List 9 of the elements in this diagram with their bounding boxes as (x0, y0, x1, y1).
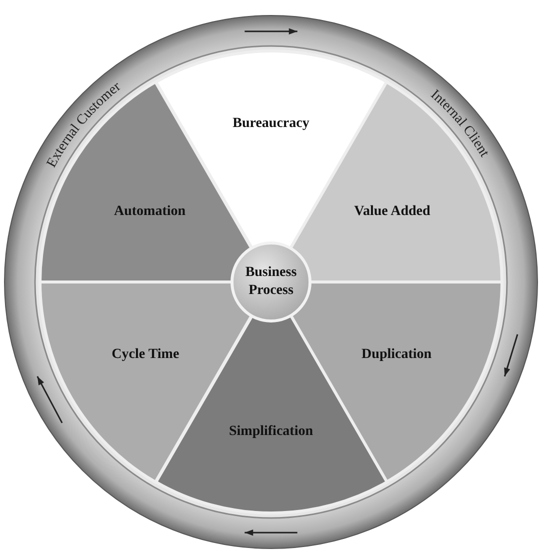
sector-label: Cycle Time (112, 346, 180, 362)
sector-label: Automation (114, 204, 186, 220)
sector-label: Value Added (354, 204, 430, 220)
outer-ring (4, 15, 538, 549)
sector-label: Bureaucracy (232, 116, 310, 132)
sector-label: Simplification (229, 424, 313, 440)
center-circle (231, 242, 311, 322)
sector-label: Duplication (362, 346, 432, 362)
center-label: Business Process (244, 264, 298, 300)
